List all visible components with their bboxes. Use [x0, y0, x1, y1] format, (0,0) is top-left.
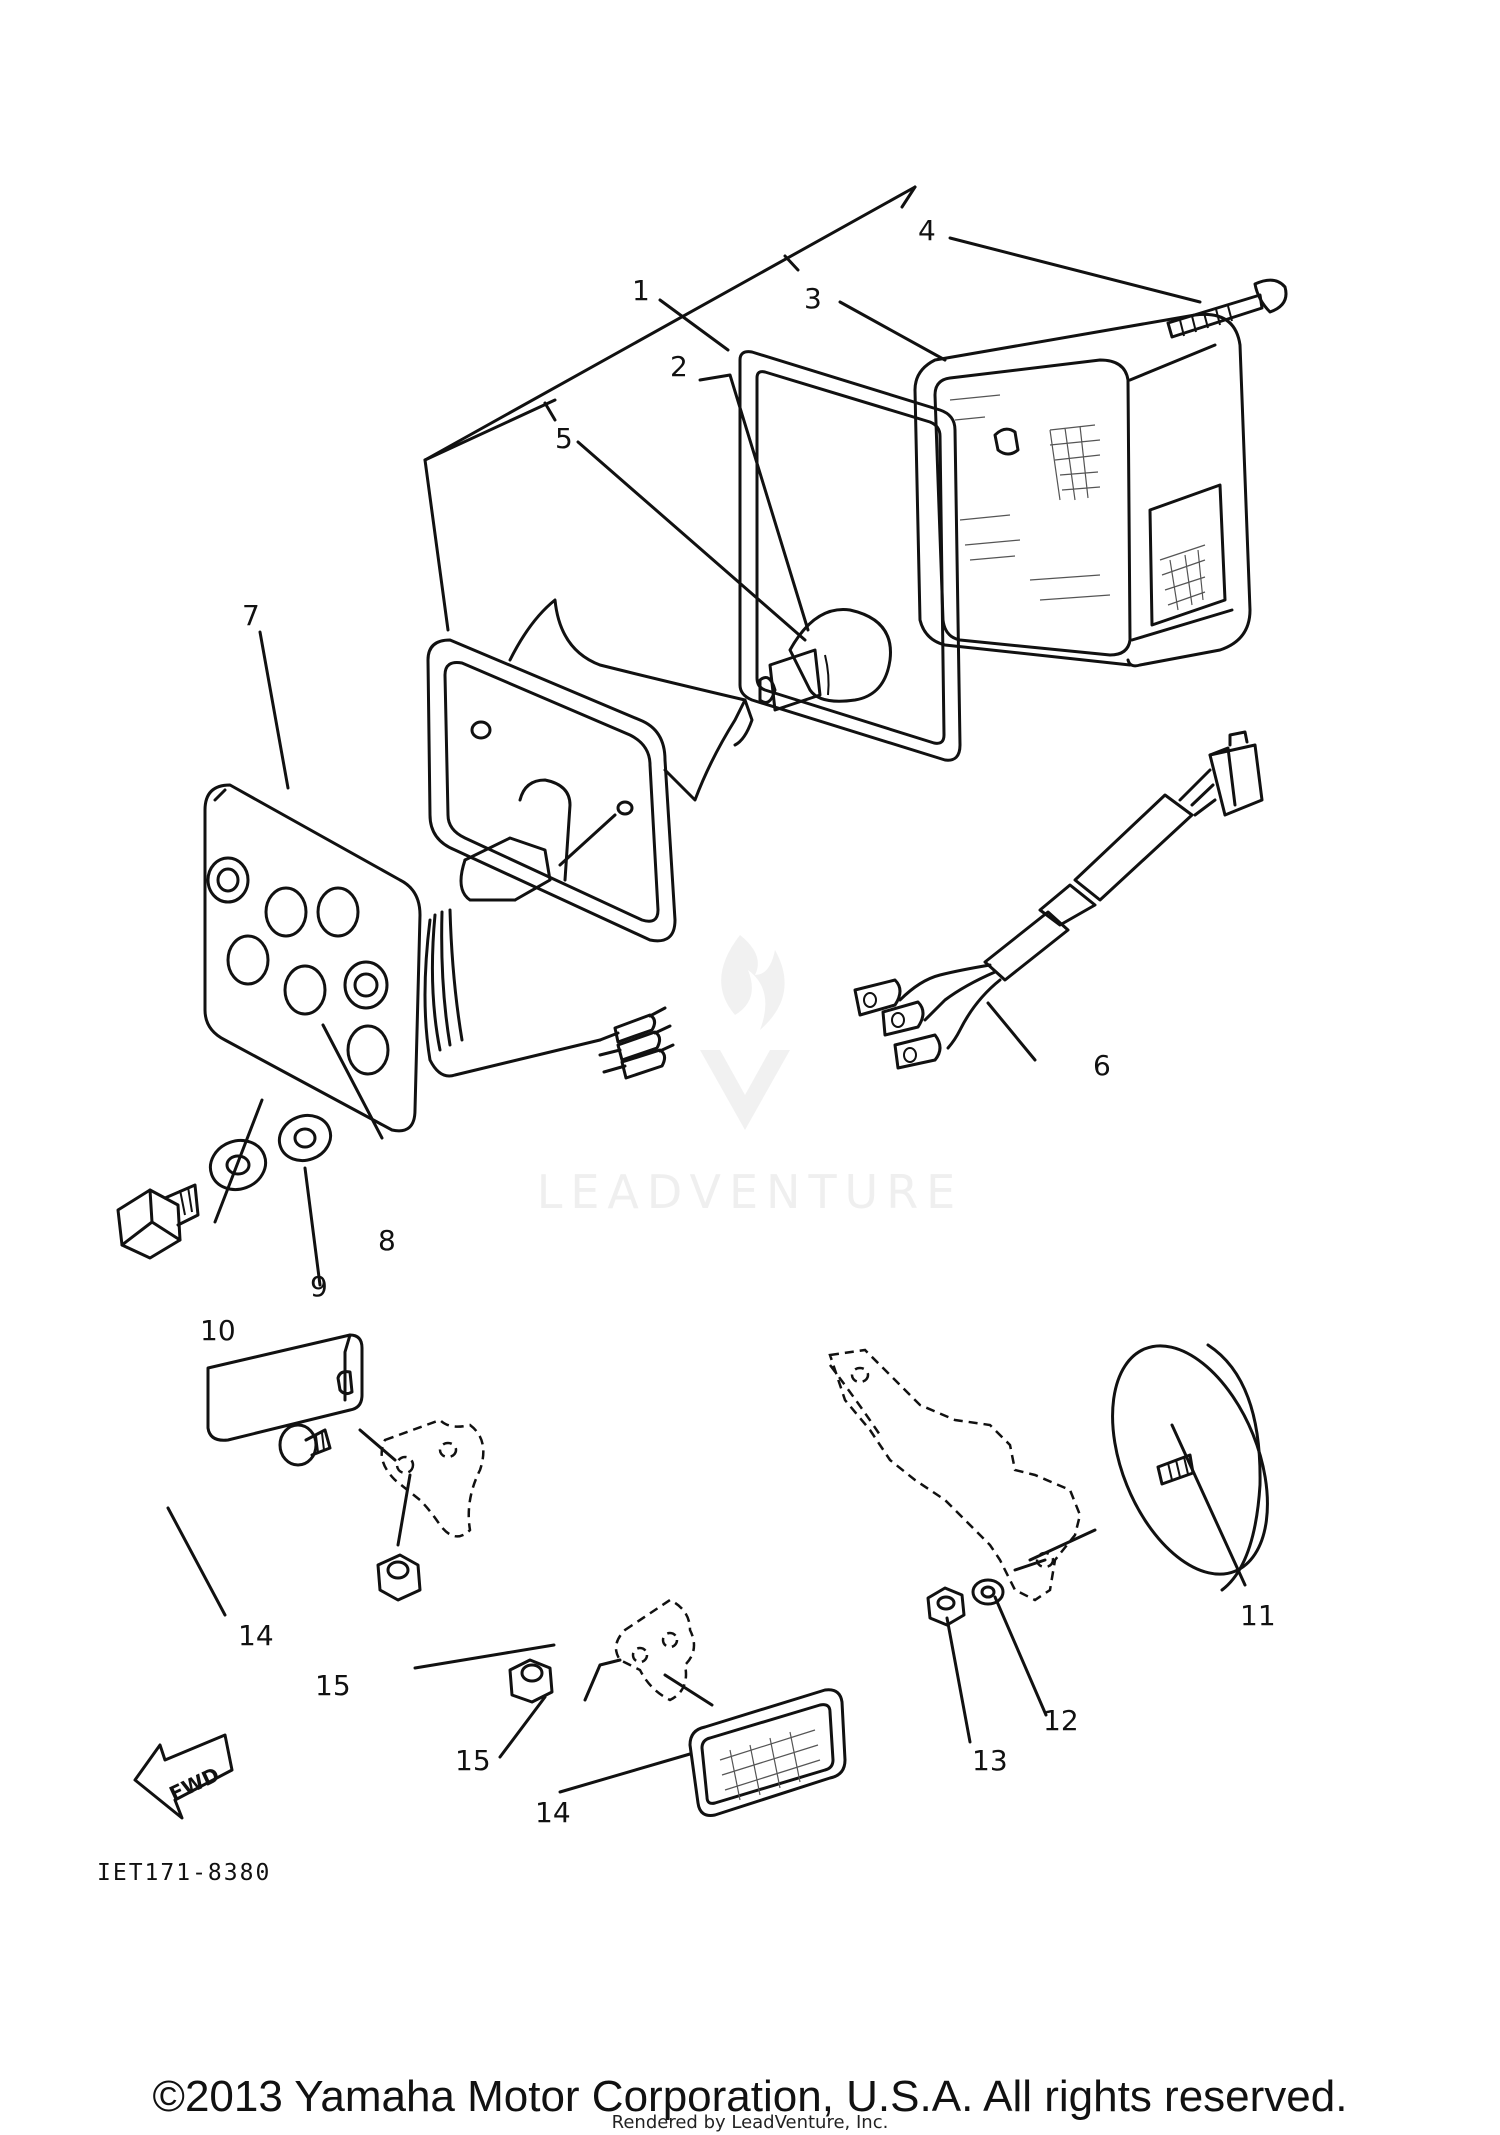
callout-3: 3 — [804, 282, 822, 315]
callout-5: 5 — [555, 422, 573, 455]
callout-11: 11 — [1240, 1599, 1276, 1632]
assembly-bracket — [423, 185, 917, 632]
callout-15-left: 15 — [315, 1669, 351, 1702]
part-8-washer — [277, 1113, 333, 1163]
part-14-reflector-center — [688, 1688, 847, 1817]
part-14-reflector-left — [206, 1333, 364, 1467]
fwd-arrow-icon: FWD — [133, 1733, 234, 1820]
part-6-harness — [853, 730, 1264, 1070]
callout-6: 6 — [1093, 1049, 1111, 1082]
wire-terminals — [598, 1006, 675, 1080]
center-bracket — [583, 1598, 714, 1707]
callout-15-center: 15 — [455, 1744, 491, 1777]
callout-8: 8 — [378, 1224, 396, 1257]
left-bracket — [358, 1418, 485, 1547]
lamp-base — [423, 598, 754, 1078]
fwd-label: FWD — [165, 1762, 223, 1806]
part-7-plate — [203, 783, 422, 1133]
part-9-washer — [208, 1138, 268, 1192]
callout-1: 1 — [632, 274, 650, 307]
leader-lines — [166, 236, 1247, 1794]
copyright-notice: ©2013 Yamaha Motor Corporation, U.S.A. A… — [152, 2072, 1348, 2121]
callout-7: 7 — [242, 599, 260, 632]
part-12-washer — [971, 1578, 1005, 1606]
watermark-text: LEADVENTURE — [537, 1165, 964, 1219]
callout-4: 4 — [918, 214, 936, 247]
callout-14-left: 14 — [238, 1619, 274, 1652]
right-bracket — [828, 1348, 1097, 1602]
callout-9: 9 — [310, 1270, 328, 1303]
leadventure-watermark: LEADVENTURE — [537, 935, 964, 1219]
callout-2: 2 — [670, 350, 688, 383]
part-10-bolt — [116, 1183, 200, 1260]
part-15-nut-left — [376, 1553, 422, 1602]
callout-14-center: 14 — [535, 1796, 571, 1829]
diagram-code: IET171-8380 — [97, 1860, 271, 1886]
part-3-lens — [913, 312, 1252, 668]
part-15-nut-center — [508, 1658, 554, 1704]
part-11-reflector-round — [1111, 1343, 1269, 1592]
part-4-screw — [1166, 278, 1288, 339]
callout-12: 12 — [1043, 1704, 1079, 1737]
rendered-by-notice: Rendered by LeadVenture, Inc. — [611, 2112, 889, 2133]
part-5-bulb — [758, 608, 892, 712]
callout-numbers: 1 2 3 4 5 6 7 8 9 10 11 12 13 14 14 15 1… — [200, 214, 1276, 1829]
callout-10: 10 — [200, 1314, 236, 1347]
part-13-nut — [926, 1586, 966, 1627]
callout-13: 13 — [972, 1744, 1008, 1777]
